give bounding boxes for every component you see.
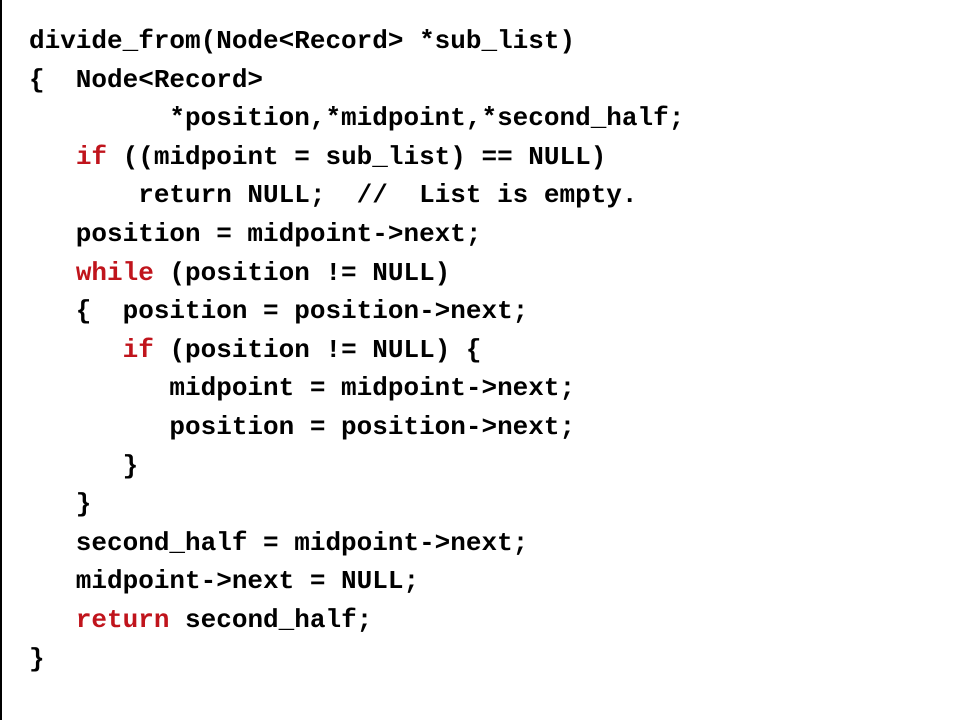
code-block: divide_from(Node<Record> *sub_list) { Nod… xyxy=(29,22,684,678)
code-text: position = midpoint->next; xyxy=(29,218,482,249)
code-keyword: if xyxy=(75,141,108,172)
code-text: } xyxy=(29,489,92,520)
code-line: } xyxy=(29,485,684,524)
code-text: (position != NULL) xyxy=(153,257,451,288)
code-line: *position,*midpoint,*second_half; xyxy=(29,99,684,138)
code-text xyxy=(29,142,76,172)
code-text: position = position->next; xyxy=(29,411,576,442)
code-line: while (position != NULL) xyxy=(29,254,684,293)
code-text: *position,*midpoint,*second_half; xyxy=(29,103,685,134)
code-line: { position = position->next; xyxy=(29,292,684,331)
code-line: divide_from(Node<Record> *sub_list) xyxy=(29,22,684,61)
code-text xyxy=(29,605,76,635)
code-line: } xyxy=(29,447,684,486)
code-line: position = position->next; xyxy=(29,408,684,447)
code-line: { Node<Record> xyxy=(29,61,684,100)
code-line: midpoint = midpoint->next; xyxy=(29,369,684,408)
code-keyword: return xyxy=(75,604,170,635)
code-line: second_half = midpoint->next; xyxy=(29,524,684,563)
code-text: second_half; xyxy=(169,604,373,635)
code-line: position = midpoint->next; xyxy=(29,215,684,254)
code-text: divide_from(Node<Record> *sub_list) xyxy=(29,26,576,56)
code-text: { position = position->next; xyxy=(29,296,529,327)
code-line: return NULL; // List is empty. xyxy=(29,176,684,215)
code-text: midpoint->next = NULL; xyxy=(29,566,420,597)
code-text xyxy=(29,335,123,365)
code-text: } xyxy=(29,450,139,481)
code-text: (position != NULL) { xyxy=(153,334,482,365)
code-line: if (position != NULL) { xyxy=(29,331,684,370)
code-line: midpoint->next = NULL; xyxy=(29,562,684,601)
code-text: ((midpoint = sub_list) == NULL) xyxy=(107,141,607,172)
code-text: second_half = midpoint->next; xyxy=(29,527,529,558)
code-line: return second_half; xyxy=(29,601,684,640)
code-text: { Node<Record> xyxy=(29,64,264,95)
code-keyword: if xyxy=(122,334,154,365)
code-text: midpoint = midpoint->next; xyxy=(29,373,576,404)
code-line: } xyxy=(29,640,684,679)
code-keyword: while xyxy=(75,257,154,288)
code-text xyxy=(29,258,76,288)
code-text: } xyxy=(29,643,45,674)
code-line: if ((midpoint = sub_list) == NULL) xyxy=(29,138,684,177)
code-text: return NULL; // List is empty. xyxy=(29,180,638,211)
